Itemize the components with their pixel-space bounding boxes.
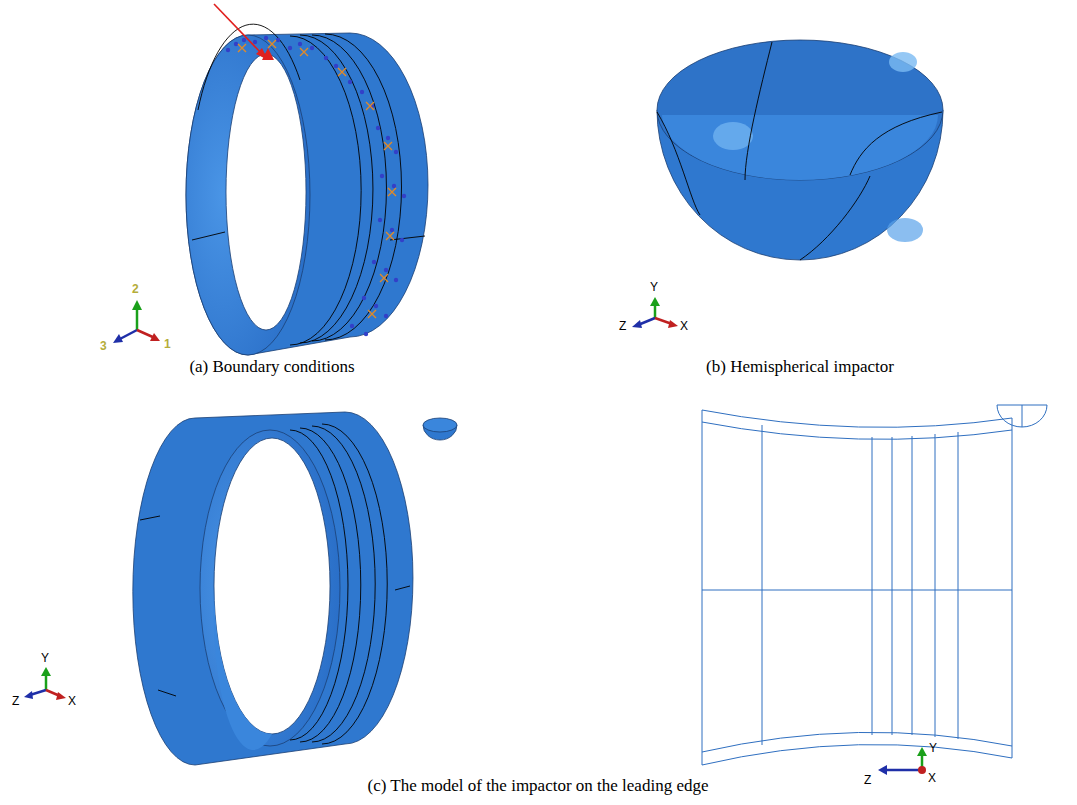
- axis-label: 1: [164, 338, 171, 351]
- ring-model-a: [186, 4, 428, 355]
- figure-caption: (b) Hemispherical impactor: [706, 358, 894, 377]
- figure-caption: (a) Boundary conditions: [189, 358, 354, 377]
- axis-label: Z: [12, 695, 19, 708]
- figure-caption: (c) The model of the impactor on the lea…: [368, 777, 709, 796]
- axis-label: X: [68, 695, 76, 708]
- axis-label: 3: [100, 340, 107, 353]
- leading-edge-model: [133, 412, 457, 765]
- axis-label: Z: [864, 774, 871, 787]
- boundary-condition-markers: [226, 36, 406, 336]
- axis-label: 2: [132, 283, 139, 296]
- axis-triad: [113, 300, 160, 343]
- axis-label: Z: [619, 320, 626, 333]
- axis-label: X: [928, 772, 936, 785]
- axis-triad: [878, 747, 927, 775]
- axis-label: Y: [650, 281, 658, 294]
- axis-triad: [24, 667, 66, 700]
- load-arrow: [214, 4, 274, 60]
- axis-label: Y: [41, 652, 49, 665]
- axis-label: X: [680, 320, 688, 333]
- axis-triad: [632, 297, 678, 328]
- wireframe-side-view: [702, 405, 1047, 765]
- axis-label: Y: [929, 742, 937, 755]
- hemispherical-impactor: [657, 40, 943, 260]
